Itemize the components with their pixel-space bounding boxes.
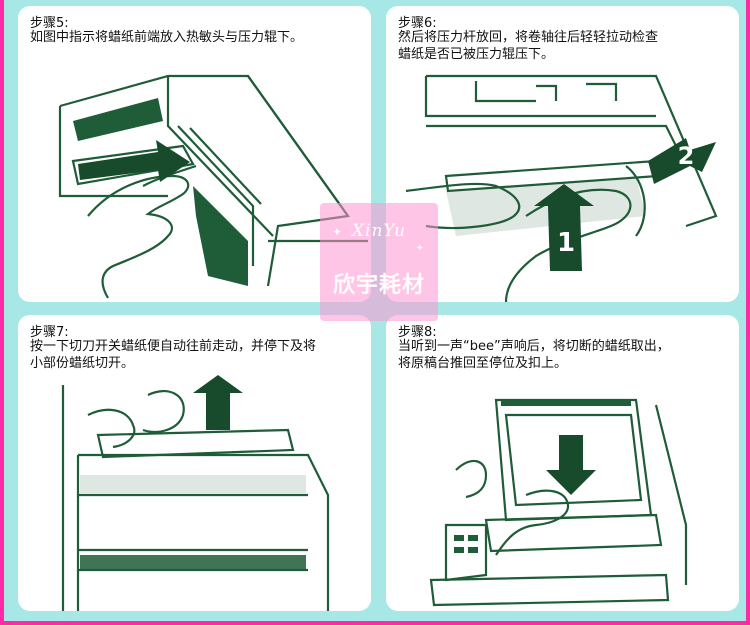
step-5-printer-drawing xyxy=(18,66,371,302)
step-8-printer-drawing xyxy=(386,375,739,611)
watermark-latin: XinYu xyxy=(320,221,438,241)
brand-watermark: ✦ ✦ XinYu 欣宇耗材 xyxy=(320,203,438,321)
step-7-panel: 步骤7: 按一下切刀开关蜡纸便自动往前走动，并停下及将 小部份蜡纸切开。 xyxy=(18,315,371,611)
step-5-illustration xyxy=(18,66,371,302)
step-7-line-2: 小部份蜡纸切开。 xyxy=(30,355,360,372)
step-5-panel: 步骤5: 如图中指示将蜡纸前端放入热敏头与压力辊下。 xyxy=(18,6,371,302)
sparkle-small-icon: ✦ xyxy=(416,243,424,254)
arrow-2-label: 2 xyxy=(678,142,695,170)
watermark-chinese: 欣宇耗材 xyxy=(320,267,438,299)
step-7-illustration xyxy=(18,375,371,611)
step-6-line-1: 然后将压力杆放回，将卷轴往后轻轻拉动检查 xyxy=(398,29,728,46)
step-8-panel: 步骤8: 当听到一声“bee”声响后，将切断的蜡纸取出， 将原稿台推回至停位及扣… xyxy=(386,315,739,611)
step-7-line-1: 按一下切刀开关蜡纸便自动往前走动，并停下及将 xyxy=(30,338,360,355)
step-8-description: 当听到一声“bee”声响后，将切断的蜡纸取出， 将原稿台推回至停位及扣上。 xyxy=(398,338,728,372)
step-6-description: 然后将压力杆放回，将卷轴往后轻轻拉动检查 蜡纸是否已被压力辊压下。 xyxy=(398,29,728,63)
step-6-line-2: 蜡纸是否已被压力辊压下。 xyxy=(398,46,728,63)
step-5-line-1: 如图中指示将蜡纸前端放入热敏头与压力辊下。 xyxy=(30,29,360,46)
step-8-illustration xyxy=(386,375,739,611)
arrow-1-label: 1 xyxy=(557,228,575,258)
step-7-description: 按一下切刀开关蜡纸便自动往前走动，并停下及将 小部份蜡纸切开。 xyxy=(30,338,360,372)
step-6-illustration: 1 2 xyxy=(386,66,739,302)
step-6-panel: 步骤6: 然后将压力杆放回，将卷轴往后轻轻拉动检查 蜡纸是否已被压力辊压下。 xyxy=(386,6,739,302)
step-8-line-1: 当听到一声“bee”声响后，将切断的蜡纸取出， xyxy=(398,338,728,355)
step-8-line-2: 将原稿台推回至停位及扣上。 xyxy=(398,355,728,372)
step-7-printer-drawing xyxy=(18,375,371,611)
step-5-description: 如图中指示将蜡纸前端放入热敏头与压力辊下。 xyxy=(30,29,360,46)
step-6-printer-drawing: 1 2 xyxy=(386,66,739,302)
